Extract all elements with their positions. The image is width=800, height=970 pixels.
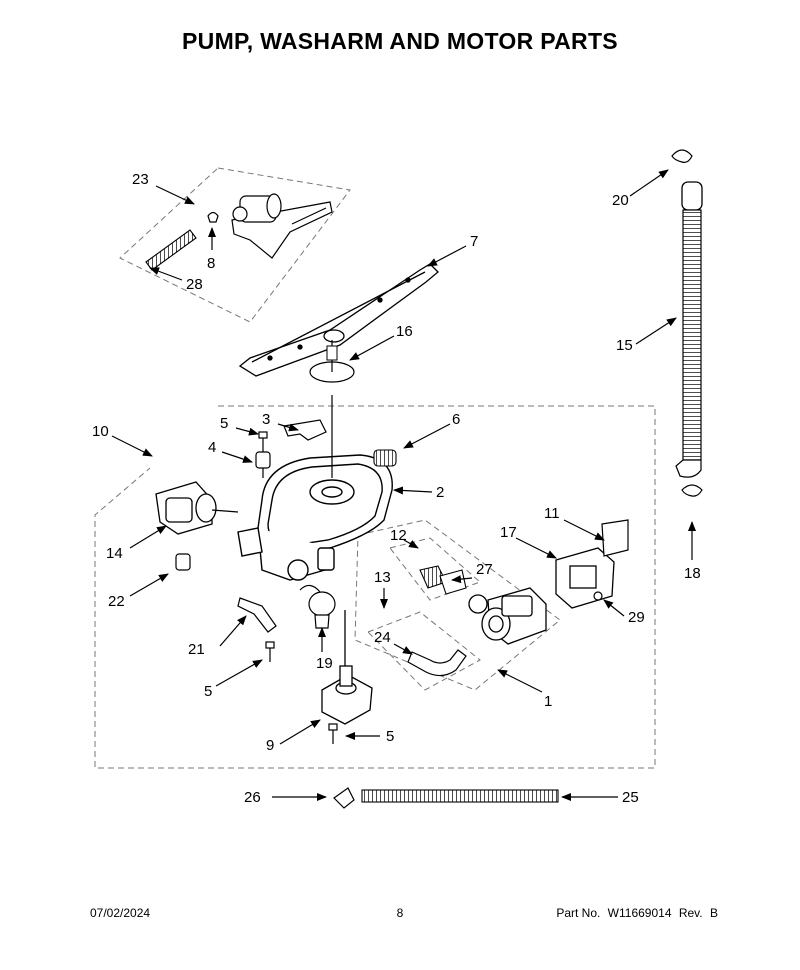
callout-12: 12 [390, 527, 407, 544]
callout-7: 7 [470, 233, 478, 250]
callout-15: 15 [616, 337, 633, 354]
callout-18: 18 [684, 565, 701, 582]
callout-23: 23 [132, 171, 149, 188]
footer-rev-value: B [709, 906, 718, 920]
callout-20: 20 [612, 192, 629, 209]
callout-5-top: 5 [220, 415, 228, 432]
part-5-screws [258, 431, 338, 744]
callout-29: 29 [628, 609, 645, 626]
part-11-plate [601, 519, 629, 557]
main-group-outline [94, 405, 656, 769]
callout-5-left: 5 [204, 683, 212, 700]
dashed-group-outlines [94, 167, 656, 769]
part-4-sensor [255, 451, 271, 478]
part-20-hose-clamp [671, 149, 693, 163]
callout-24: 24 [374, 629, 391, 646]
upper-group-outline [119, 167, 351, 323]
part-3-bracket [283, 419, 327, 441]
callout-9: 9 [266, 737, 274, 754]
footer-part-info: Part No. W11669014 Rev. B [552, 906, 718, 920]
callout-11: 11 [544, 505, 560, 522]
callout-2: 2 [436, 484, 444, 501]
footer-part-label: Part No. [556, 906, 601, 920]
part-29-screw [593, 591, 603, 601]
page-title: PUMP, WASHARM AND MOTOR PARTS [182, 28, 618, 54]
part-23-drive-motor [231, 193, 333, 259]
part-24-elbow-hose [407, 649, 467, 677]
part-22-nut [175, 553, 191, 571]
part-21-clamp [237, 597, 277, 633]
callout-14: 14 [106, 545, 123, 562]
part-15-drain-hose [675, 181, 703, 478]
callout-19: 19 [316, 655, 333, 672]
callout-4: 4 [208, 439, 216, 456]
callout-28: 28 [186, 276, 203, 293]
part-16-washer [309, 340, 355, 383]
callout-25: 25 [622, 789, 639, 806]
callout-3: 3 [262, 411, 270, 428]
part-9-pump-base [321, 610, 373, 725]
callout-13: 13 [374, 569, 391, 586]
part-14-circulation-motor [155, 481, 239, 535]
callout-1: 1 [544, 693, 552, 710]
callout-26: 26 [244, 789, 261, 806]
callout-17: 17 [500, 524, 517, 541]
part-8-clip [207, 211, 219, 223]
callout-8: 8 [207, 255, 215, 272]
part-17-bracket [555, 547, 615, 609]
part-2-sump-assembly [237, 395, 393, 581]
leader-arrows [111, 169, 696, 801]
part-19-sensor [299, 584, 336, 629]
part-28-spring [145, 229, 197, 271]
part-26-clamp [333, 787, 355, 809]
part-1-drain-pump [468, 587, 547, 645]
subgroup-24-outline [367, 611, 481, 691]
part-6-grommet [373, 449, 397, 467]
subgroup-12-outline [389, 537, 481, 601]
callout-16: 16 [396, 323, 413, 340]
callout-5-bottom: 5 [386, 728, 394, 745]
footer-date: 07/02/2024 [90, 906, 151, 920]
callout-22: 22 [108, 593, 125, 610]
callout-labels: 23 8 28 7 16 3 5 4 6 10 2 14 22 12 13 27… [92, 171, 701, 806]
callout-6: 6 [452, 411, 460, 428]
part-7-lower-wash-arm [238, 263, 439, 377]
callout-21: 21 [188, 641, 205, 658]
footer-page-number: 8 [396, 906, 404, 920]
callout-27: 27 [476, 561, 493, 578]
part-18-hose-clamp [681, 484, 703, 497]
pump-subgroup-outline [354, 519, 561, 691]
callout-10: 10 [92, 423, 109, 440]
footer-part-number: W11669014 [607, 906, 672, 920]
footer-rev-label: Rev. [678, 906, 703, 920]
part-25-hose [361, 789, 559, 803]
part-27-couplers [419, 565, 467, 595]
